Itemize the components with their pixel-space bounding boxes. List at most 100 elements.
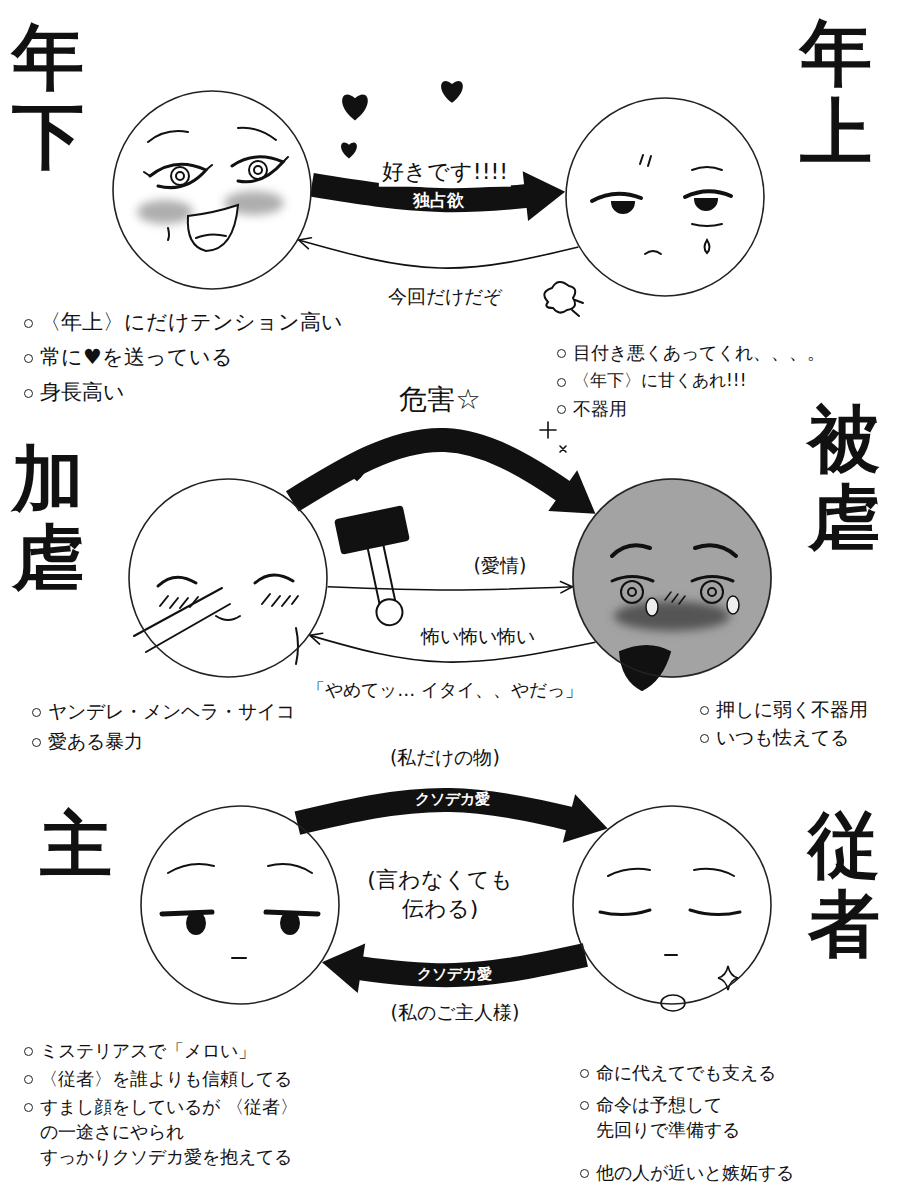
older-face <box>695 199 717 210</box>
note-text: 愛ある暴力 <box>30 728 143 755</box>
note-text: 〈年下〉に甘くあれ!!! <box>555 369 746 393</box>
arrow-connector <box>292 440 595 514</box>
victim-face <box>621 581 643 603</box>
circle-outline <box>140 805 340 1005</box>
note-text: 命令は予想して 先回りで準備する <box>578 1092 796 1142</box>
circle-outline <box>565 97 765 297</box>
edge-label: クソデカ愛 <box>417 965 492 985</box>
note-text: 命に代えてでも支える <box>578 1060 776 1085</box>
older-face <box>645 251 661 254</box>
note-text: 押しに弱く不器用 <box>698 696 868 723</box>
victim-face <box>701 581 723 603</box>
note-text: 不器用 <box>555 396 627 421</box>
circle-outline <box>141 806 339 1004</box>
annotation-text: (私のご主人様) <box>388 1000 523 1025</box>
annotation-text: 好きです!!!! <box>379 158 511 187</box>
hammer <box>335 506 425 632</box>
younger-face <box>196 234 226 238</box>
arrow-head <box>548 470 595 514</box>
edge-label: (愛情) <box>471 553 530 578</box>
victim-face <box>612 545 650 556</box>
circle-outline <box>572 478 772 678</box>
servant-face <box>600 910 650 915</box>
arrow-connector <box>322 944 585 993</box>
younger-face <box>144 157 288 176</box>
role-heading: 年上 <box>800 14 872 172</box>
older-face <box>692 167 722 170</box>
edge-label: 独占欲 <box>413 189 464 211</box>
master-face <box>162 864 318 958</box>
younger-face <box>188 205 238 251</box>
younger-face <box>137 200 193 224</box>
servant-face <box>694 869 734 876</box>
victim-face <box>628 588 636 596</box>
victim-face <box>572 478 772 690</box>
role-heading: 年下 <box>12 18 84 176</box>
older-face <box>572 300 583 316</box>
arrow-head <box>523 171 565 221</box>
note-text: ヤンデレ・メンヘラ・サイコ <box>30 698 295 725</box>
younger-face <box>176 172 184 180</box>
arrow-connector <box>328 587 573 590</box>
role-heading: 被虐 <box>808 400 880 558</box>
character-circle: 従者命に代えてでも支える命令は予想して 先回りで準備する他の人が近いと嫉妬する <box>572 805 772 1005</box>
hearts <box>341 81 463 481</box>
note-text: 身長高い <box>22 378 125 407</box>
older-face <box>705 240 710 253</box>
attacker-face <box>146 604 230 652</box>
hearts <box>342 95 368 121</box>
hearts <box>441 81 463 103</box>
arrow-head <box>560 582 572 593</box>
master-face <box>168 864 214 873</box>
victim-face <box>665 592 685 604</box>
note-text: いつも怯えてる <box>698 724 849 751</box>
master-face <box>268 864 312 873</box>
hammer <box>368 545 395 603</box>
younger-face <box>254 166 262 174</box>
hammer <box>374 597 405 628</box>
attacker-face <box>134 575 298 664</box>
note-text: 他の人が近いと嫉妬する <box>578 1160 794 1185</box>
older-face <box>592 194 641 201</box>
servant-face <box>608 869 650 876</box>
arrow-connector <box>328 582 573 593</box>
older-face <box>640 155 651 166</box>
role-heading: 従者 <box>808 806 880 964</box>
younger-face <box>150 164 206 187</box>
annotation-text: (言わなくても 伝わる) <box>352 866 528 923</box>
younger-face <box>137 128 288 251</box>
note-text: ミステリアスで「メロい」 <box>22 1038 256 1063</box>
role-heading: 主 <box>40 806 112 885</box>
attacker-face <box>255 575 293 583</box>
master-face <box>281 912 299 934</box>
circle-outline <box>129 479 327 677</box>
master-face <box>232 957 246 959</box>
edge-label: 怖い怖い怖い <box>418 624 538 649</box>
circle-outline <box>128 478 328 678</box>
edge-label: クソデカ愛 <box>415 790 490 810</box>
servant-face <box>690 910 740 915</box>
edge-label: 今回だけだぞ <box>385 284 505 309</box>
younger-face <box>249 161 267 179</box>
note-text: 目付き悪くあってくれ、、、。 <box>555 340 825 365</box>
character-circle: 年下〈年上〉にだけテンション高い常に♥を送っている身長高い <box>112 90 312 290</box>
victim-face <box>572 478 772 678</box>
victim-face <box>620 646 670 690</box>
note-text: すまし顔をしているが 〈従者〉の一途さにやられ すっかりクソデカ愛を抱えてる <box>22 1094 332 1170</box>
attacker-face <box>160 596 198 608</box>
older-face <box>544 282 575 313</box>
arrow-connector <box>299 238 579 268</box>
character-circle: 年上目付き悪くあってくれ、、、。〈年下〉に甘くあれ!!!不器用 <box>565 97 765 297</box>
edge-label: 危害☆ <box>396 382 483 418</box>
circle-outline <box>113 91 311 289</box>
arrow-head <box>299 238 312 249</box>
attacker-face <box>262 594 298 606</box>
older-face <box>612 202 634 213</box>
servant-face <box>665 954 677 956</box>
victim-face <box>708 588 716 596</box>
victim-face <box>614 601 730 631</box>
victim-face <box>646 598 658 616</box>
character-circle: 主ミステリアスで「メロい」〈従者〉を誰よりも信頼してるすまし顔をしているが 〈従… <box>140 805 340 1005</box>
hammer <box>335 506 425 632</box>
